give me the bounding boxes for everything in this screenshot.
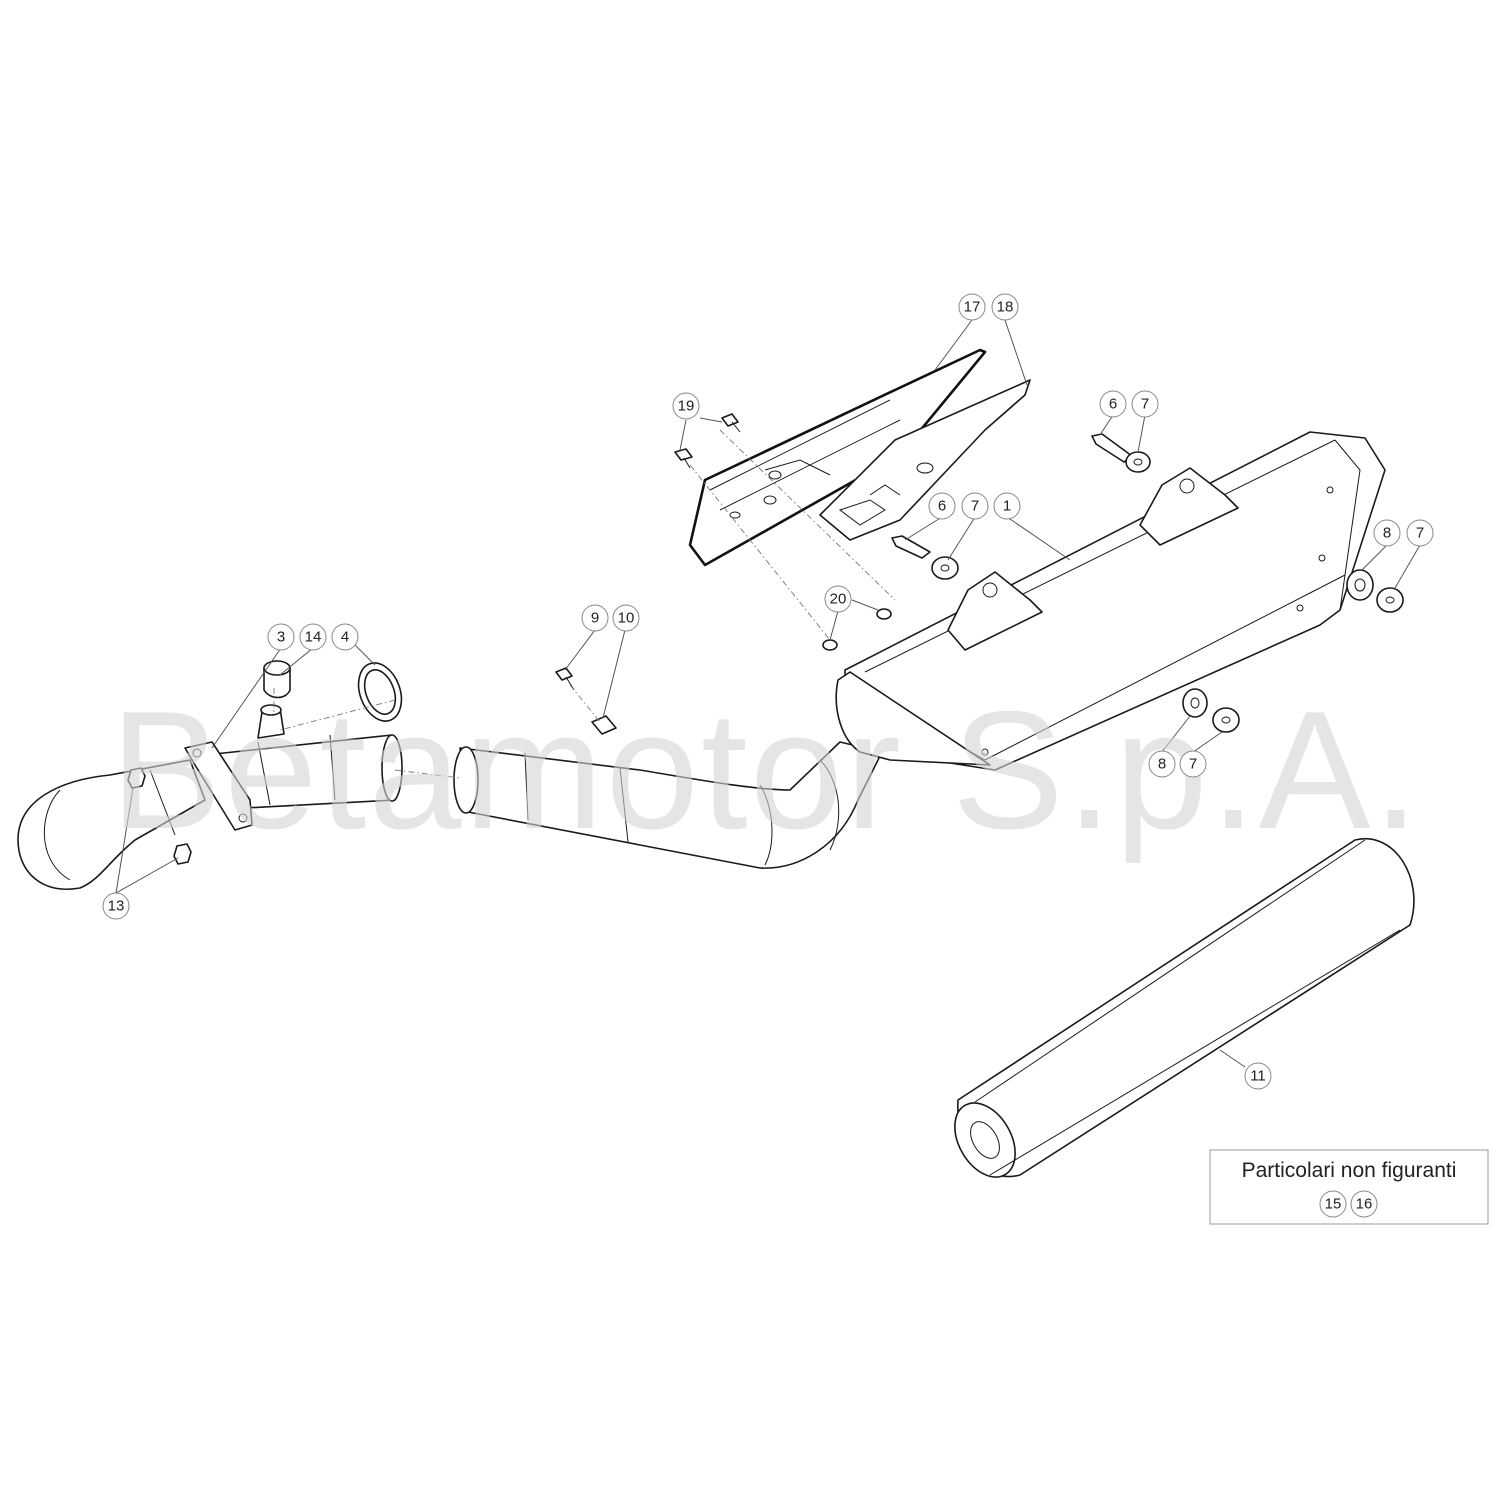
- heat-shield: [688, 348, 987, 567]
- svg-text:7: 7: [971, 498, 979, 515]
- header-pipe: [17, 734, 403, 890]
- callout-7-front[interactable]: 7: [1179, 750, 1207, 778]
- callout-1[interactable]: 1: [993, 492, 1021, 520]
- silencer-bracket-rear: [1139, 467, 1239, 546]
- svg-text:10: 10: [618, 610, 635, 627]
- silencer-inlet-cone: [835, 671, 991, 766]
- svg-text:20: 20: [830, 591, 847, 608]
- callout-8-rear[interactable]: 8: [1373, 519, 1401, 547]
- callout-17[interactable]: 17: [958, 293, 986, 321]
- callout-7-middle[interactable]: 7: [961, 492, 989, 520]
- grommet-8-rear: [1346, 569, 1374, 601]
- svg-text:15: 15: [1325, 1196, 1342, 1213]
- washer-7-middle: [931, 556, 959, 580]
- svg-text:14: 14: [305, 629, 322, 646]
- svg-text:7: 7: [1141, 396, 1149, 413]
- flange-nut-upper: [127, 767, 146, 789]
- bolt-6-upper: [1091, 433, 1133, 463]
- not-shown-parts-box: Particolari non figuranti 15 16: [1209, 1149, 1489, 1225]
- svg-text:8: 8: [1158, 756, 1166, 773]
- svg-text:3: 3: [277, 629, 285, 646]
- callout-9[interactable]: 9: [581, 604, 609, 632]
- callout-20[interactable]: 20: [824, 585, 852, 613]
- washer-20-lower: [822, 639, 838, 651]
- heat-shield-plate: [819, 379, 1031, 541]
- leader-lines: [115, 319, 1421, 1068]
- callout-13[interactable]: 13: [102, 892, 130, 920]
- not-shown-parts-title: Particolari non figuranti: [1242, 1159, 1457, 1182]
- callout-6-middle[interactable]: 6: [928, 492, 956, 520]
- svg-text:19: 19: [678, 398, 695, 415]
- shield-screw-upper: [721, 413, 741, 433]
- flange-nut-lower: [173, 843, 192, 865]
- svg-text:9: 9: [591, 610, 599, 627]
- svg-text:16: 16: [1356, 1196, 1373, 1213]
- clip-nut-10: [591, 715, 617, 735]
- shield-screw-lower: [674, 448, 693, 469]
- callout-4[interactable]: 4: [331, 623, 359, 651]
- callout-7-upper[interactable]: 7: [1131, 390, 1159, 418]
- callout-11[interactable]: 11: [1244, 1062, 1272, 1090]
- svg-text:17: 17: [964, 299, 981, 316]
- svg-text:4: 4: [341, 629, 349, 646]
- svg-text:18: 18: [997, 299, 1014, 316]
- callout-14[interactable]: 14: [299, 623, 327, 651]
- callout-3[interactable]: 3: [267, 623, 295, 651]
- washer-20-upper: [876, 608, 892, 620]
- svg-text:7: 7: [1416, 525, 1424, 542]
- watermark: Betamotor S.p.A.: [110, 676, 1421, 864]
- svg-text:6: 6: [1109, 396, 1117, 413]
- svg-text:11: 11: [1250, 1068, 1266, 1085]
- bolt-6-lower: [891, 535, 931, 559]
- callout-16[interactable]: 16: [1350, 1190, 1378, 1218]
- washer-7-upper: [1125, 451, 1151, 473]
- svg-text:8: 8: [1383, 525, 1391, 542]
- svg-text:6: 6: [938, 498, 946, 515]
- svg-text:1: 1: [1003, 498, 1011, 515]
- svg-text:7: 7: [1189, 756, 1197, 773]
- callout-7-rear[interactable]: 7: [1406, 519, 1434, 547]
- callout-15[interactable]: 15: [1319, 1190, 1347, 1218]
- sealing-plug: [263, 660, 291, 699]
- callout-6-upper[interactable]: 6: [1099, 390, 1127, 418]
- header-flange: [184, 741, 253, 831]
- washer-7-rear: [1376, 587, 1404, 613]
- callout-8-front[interactable]: 8: [1148, 750, 1176, 778]
- grommet-8-front: [1182, 688, 1208, 718]
- silencer-bracket-front: [947, 571, 1043, 651]
- callout-10[interactable]: 10: [612, 604, 640, 632]
- callout-19[interactable]: 19: [672, 392, 700, 420]
- callout-18[interactable]: 18: [991, 293, 1019, 321]
- silencer-insulation: [954, 837, 1415, 1178]
- washer-7-front: [1212, 707, 1240, 733]
- svg-text:13: 13: [108, 898, 125, 915]
- sensor-boss: [257, 704, 285, 739]
- assembly-axes: [273, 429, 896, 779]
- exhaust-gasket: [357, 662, 403, 722]
